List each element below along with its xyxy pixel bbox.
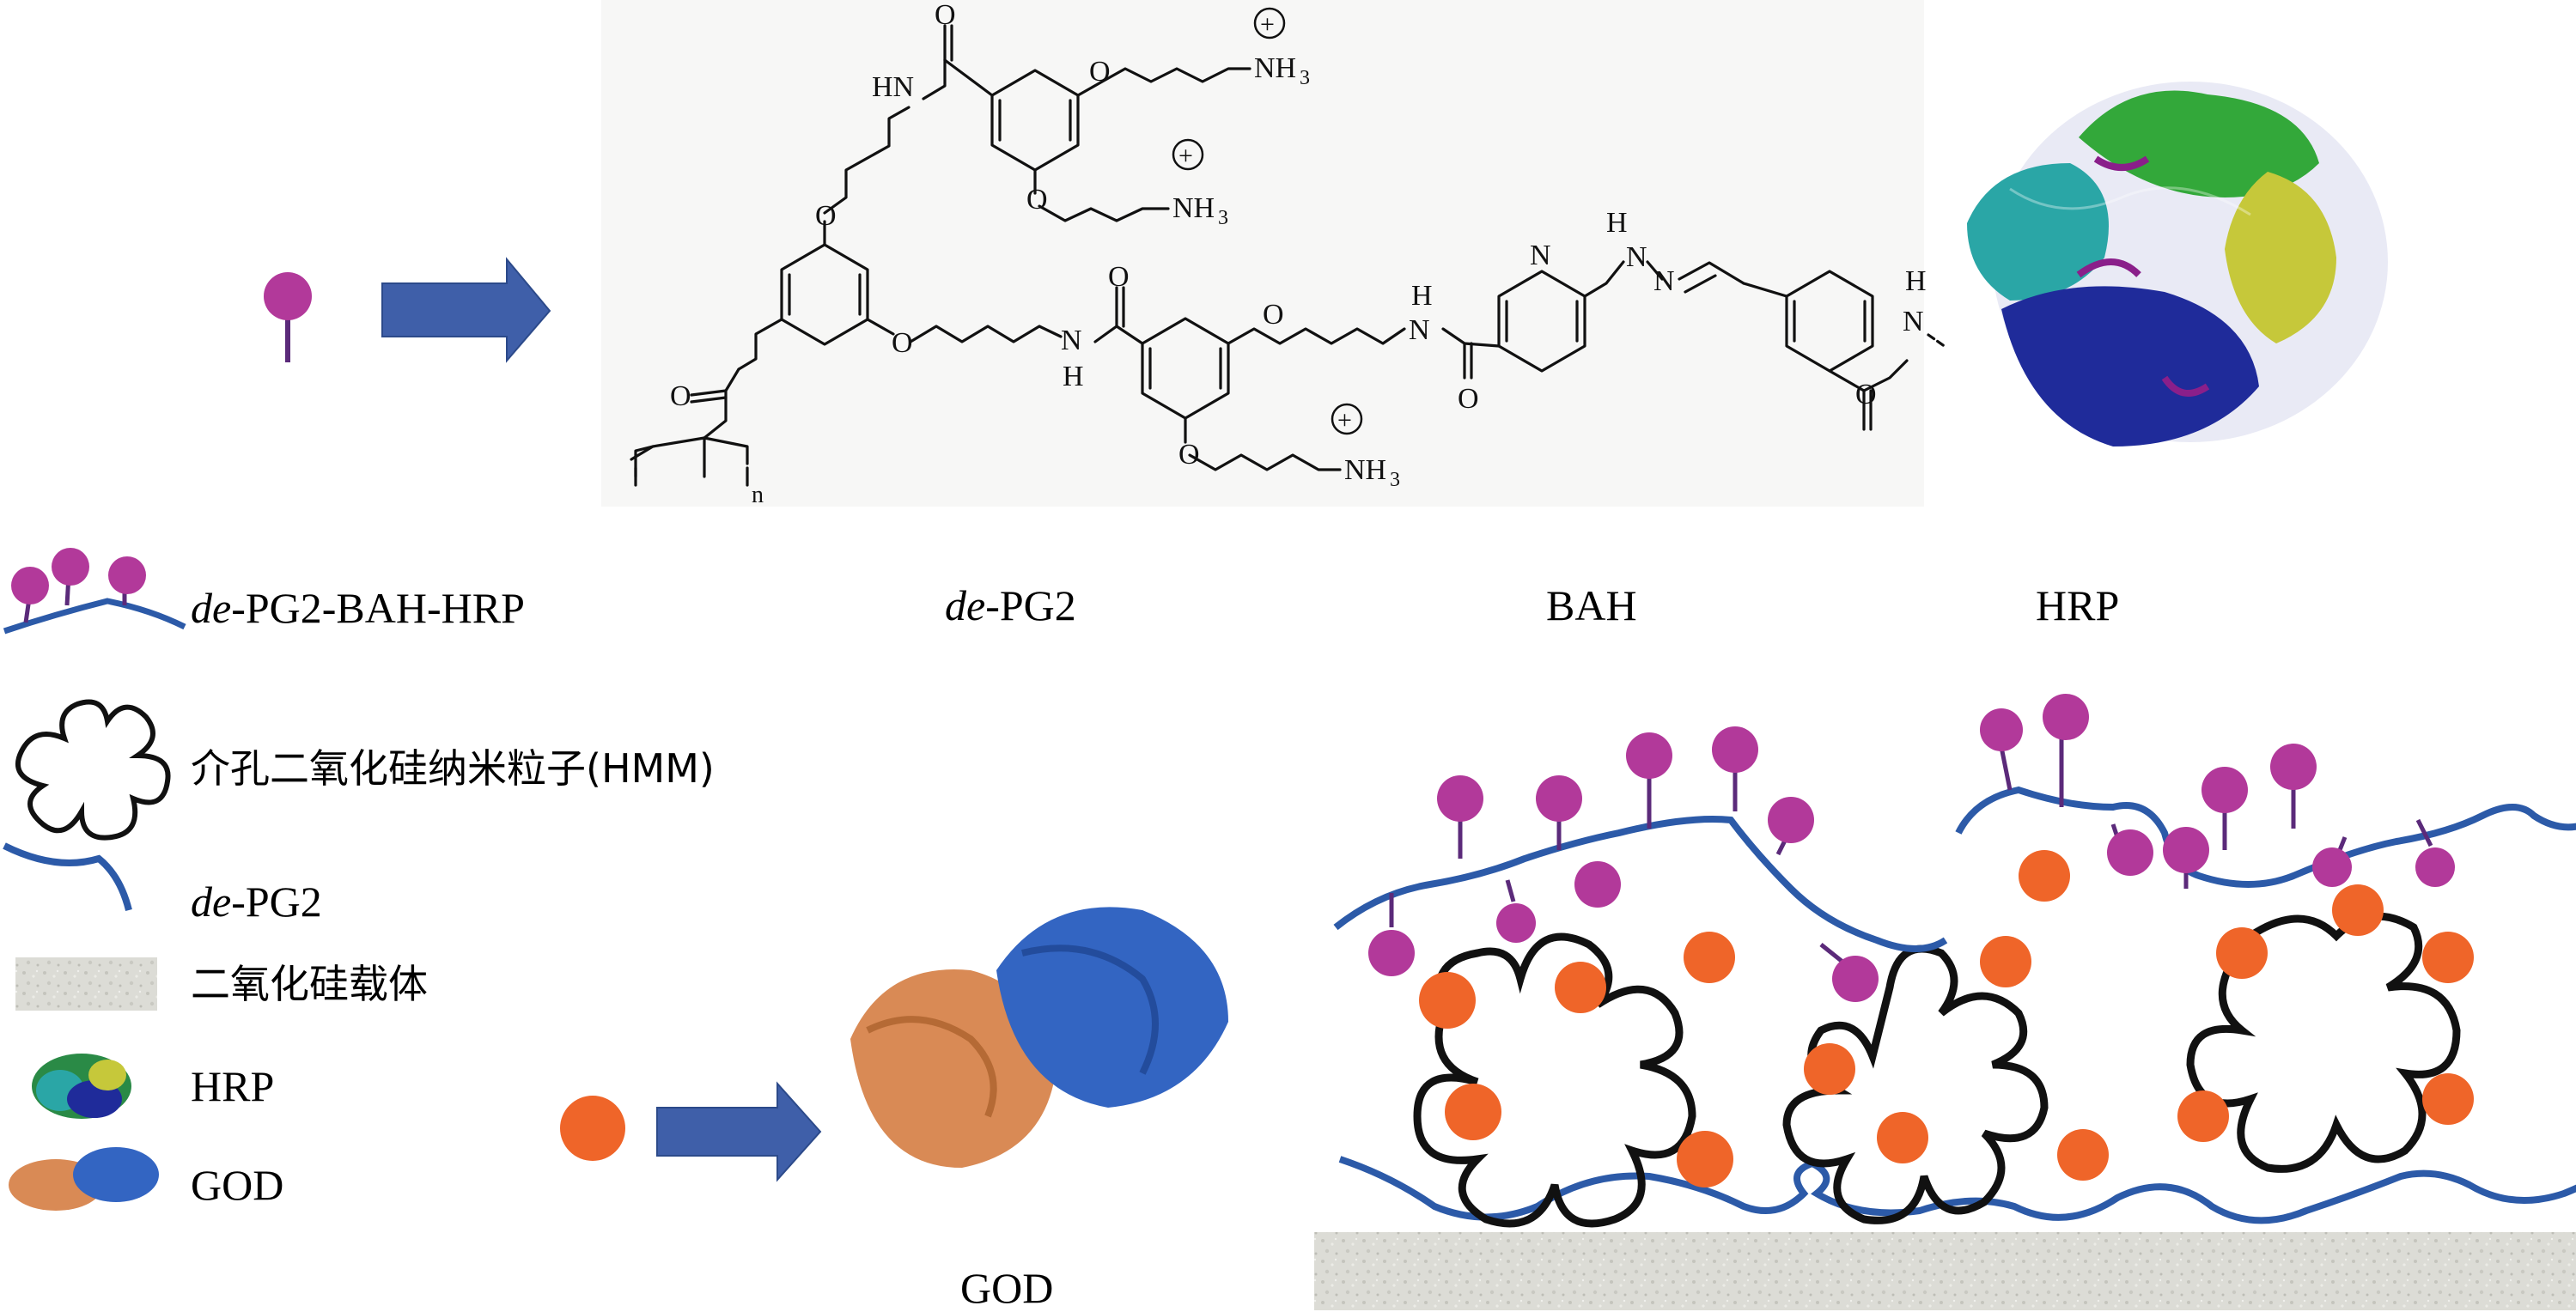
atom-h: H (1411, 280, 1433, 312)
arrow-right-icon (382, 259, 550, 361)
label-god: GOD (960, 1266, 1053, 1309)
label-bah: BAH (1546, 584, 1637, 627)
arrow-right-icon (657, 1084, 820, 1180)
silica-support (1314, 1232, 2576, 1310)
legend-polymer-icon (4, 846, 129, 910)
nh3-label: NH (1254, 52, 1296, 84)
legend-hrp-label: HRP (191, 1065, 274, 1108)
god-ball-group (1419, 850, 2474, 1187)
atom-o: O (670, 380, 691, 412)
atom-o: O (1263, 299, 1284, 331)
polymer-chain-upper (1336, 819, 1946, 949)
legend-polymer-label: de-PG2 (191, 880, 322, 923)
subscript: 3 (1300, 67, 1310, 89)
legend-conjugate-icon (4, 548, 185, 631)
atom-h: H (1606, 207, 1628, 239)
legend-hmm-icon (18, 702, 168, 838)
nh3-label: NH (1344, 454, 1386, 486)
atom-o: O (935, 0, 956, 31)
hrp-lollipop-symbol (264, 272, 312, 362)
legend-conjugate-label: de-PG2-BAH-HRP (191, 586, 525, 629)
god-ball-symbol (560, 1096, 625, 1161)
atom-n: N (1903, 306, 1924, 337)
atom-o: O (815, 200, 837, 232)
atom-n: N (1653, 265, 1675, 297)
atom-o: O (1458, 383, 1479, 415)
subscript: 3 (1218, 207, 1228, 229)
legend-support-label: 二氧化硅载体 (191, 964, 428, 1004)
atom-o: O (1855, 379, 1877, 410)
god-protein-image (850, 907, 1228, 1168)
label-hrp: HRP (2036, 584, 2119, 627)
legend-hrp-icon (32, 1054, 131, 1119)
subscript: 3 (1390, 469, 1400, 491)
atom-o: O (1089, 56, 1111, 88)
atom-hn: HN (872, 71, 914, 103)
plus-sign: + (1178, 142, 1193, 170)
atom-o: O (1178, 439, 1200, 471)
legend-god-icon (9, 1147, 159, 1211)
repeat-n: n (752, 482, 764, 508)
atom-o: O (892, 327, 913, 359)
plus-sign: + (1337, 406, 1352, 434)
legend-support-icon (15, 957, 157, 1011)
atom-h: H (1063, 361, 1084, 392)
hrp-protein-image (1967, 82, 2388, 446)
atom-n: N (1530, 240, 1551, 271)
nh3-label: NH (1172, 192, 1215, 224)
atom-n: N (1061, 325, 1082, 356)
legend-hmm-label: 介孔二氧化硅纳米粒子(HMM) (191, 749, 715, 788)
plus-sign: + (1260, 10, 1275, 39)
atom-o: O (1026, 184, 1048, 216)
atom-o: O (1108, 261, 1130, 293)
atom-h: H (1905, 265, 1927, 297)
label-de-pg2: de-PG2 (945, 584, 1076, 627)
atom-n: N (1409, 314, 1430, 346)
legend-god-label: GOD (191, 1163, 283, 1206)
atom-n: N (1626, 241, 1647, 273)
